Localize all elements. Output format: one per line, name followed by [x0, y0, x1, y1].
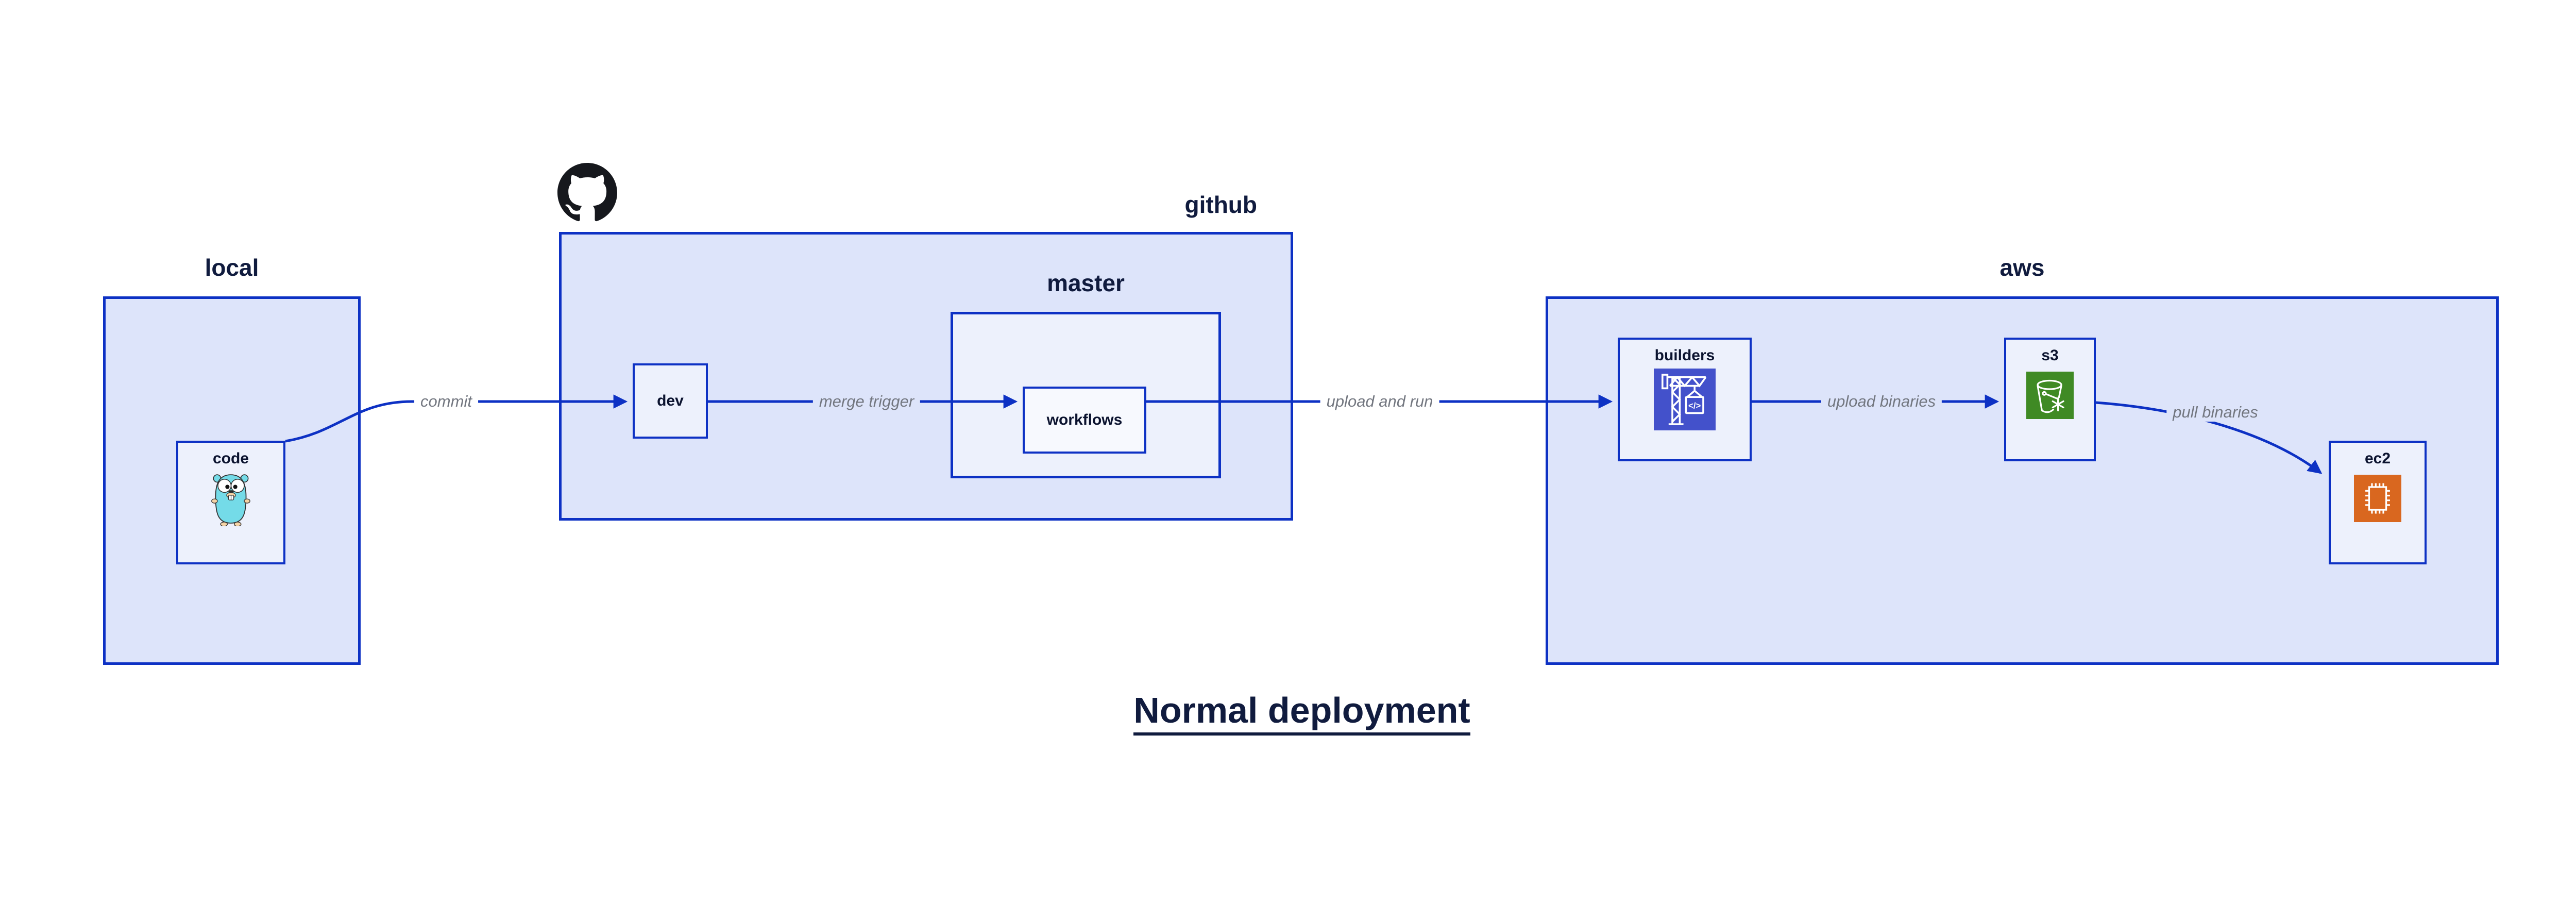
- go-gopher-icon: [211, 474, 250, 526]
- diagram-title-wrap: Normal deployment: [0, 690, 2576, 736]
- ec2-chip-icon: [2354, 475, 2401, 522]
- svg-text:</>: </>: [1688, 400, 1701, 410]
- edge-merge-trigger-label: merge trigger: [812, 392, 921, 411]
- diagram-title: Normal deployment: [1133, 690, 1470, 736]
- edge-commit-label: commit: [414, 392, 478, 411]
- node-ec2-label: ec2: [2364, 450, 2391, 467]
- node-builders: builders </>: [1618, 338, 1752, 461]
- node-s3-label: s3: [2041, 347, 2059, 364]
- edge-upload-binaries-label: upload binaries: [1821, 392, 1942, 411]
- github-octocat-icon: [557, 163, 617, 222]
- node-dev: dev: [633, 363, 708, 439]
- group-github-label: github: [1184, 191, 1258, 218]
- edge-pull-binaries-label: pull binaries: [2166, 403, 2264, 422]
- s3-glacier-bucket-icon: [2026, 372, 2074, 419]
- edge-upload-and-run-label: upload and run: [1320, 392, 1439, 411]
- node-workflows: workflows: [1023, 387, 1146, 454]
- node-s3: s3: [2004, 338, 2096, 461]
- node-workflows-label: workflows: [1046, 411, 1123, 428]
- node-builders-label: builders: [1654, 347, 1715, 364]
- node-code: code: [176, 441, 285, 564]
- group-aws-label: aws: [1999, 254, 2045, 281]
- group-master-label: master: [1047, 270, 1125, 296]
- codebuild-crane-icon: </>: [1654, 369, 1716, 430]
- node-ec2: ec2: [2329, 441, 2427, 564]
- group-local-label: local: [205, 254, 259, 281]
- node-code-label: code: [212, 450, 249, 467]
- node-dev-label: dev: [657, 392, 684, 409]
